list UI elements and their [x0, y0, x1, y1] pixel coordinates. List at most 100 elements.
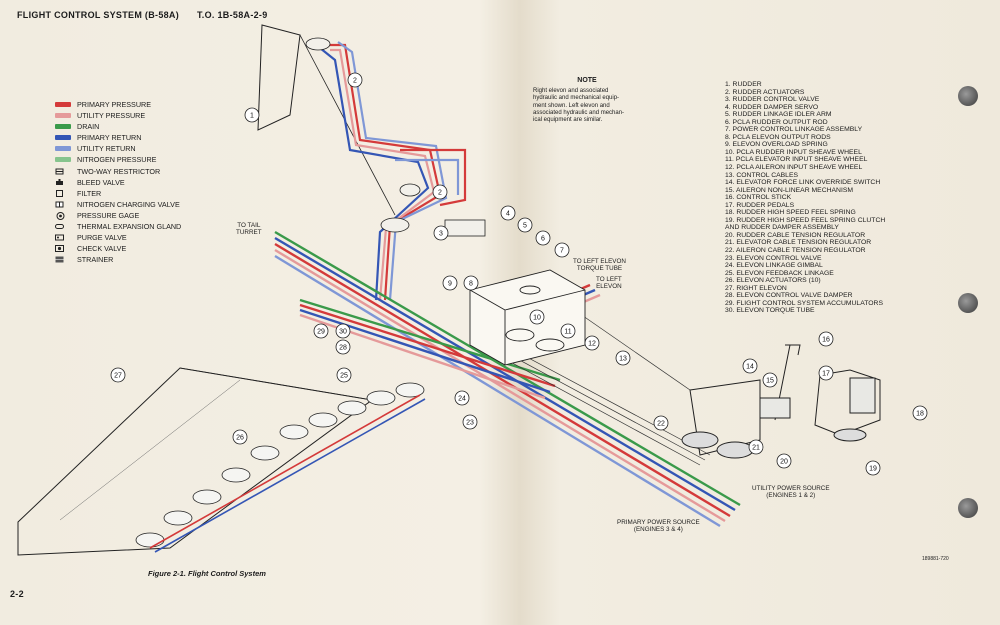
callout: 17 [818, 365, 834, 381]
parts-list-item: 19. RUDDER HIGH SPEED FEEL SPRING CLUTCH [725, 216, 886, 224]
svg-text:22: 22 [657, 421, 665, 428]
svg-text:2: 2 [438, 190, 442, 197]
label-to-left-elevon: TO LEFT ELEVON [596, 276, 622, 290]
callout: 30 [335, 323, 351, 339]
label-to-left-elevon-torque-tube: TO LEFT ELEVON TORQUE TUBE [573, 258, 626, 272]
svg-text:28: 28 [339, 345, 347, 352]
callout: 21 [748, 439, 764, 455]
label-utility-power-source: UTILITY POWER SOURCE (ENGINES 1 & 2) [752, 485, 830, 499]
utility-return-swatch [55, 146, 71, 151]
parts-list-item: 22. AILERON CABLE TENSION REGULATOR [725, 247, 866, 255]
parts-list-item: 25. ELEVON FEEDBACK LINKAGE [725, 269, 834, 277]
svg-text:1: 1 [250, 113, 254, 120]
rudder-mechanisms [305, 37, 486, 237]
svg-text:13: 13 [619, 356, 627, 363]
parts-list-item: 18. RUDDER HIGH SPEED FEEL SPRING [725, 209, 856, 217]
legend-item-thermal-expansion-gland: THERMAL EXPANSION GLAND [55, 222, 181, 231]
drain-swatch [55, 124, 71, 129]
svg-text:12: 12 [588, 341, 596, 348]
cockpit-controls [681, 344, 881, 459]
rudder-loop-red [400, 148, 467, 207]
binder-hole [958, 86, 978, 106]
svg-text:21: 21 [752, 445, 760, 452]
parts-list-item: 7. POWER CONTROL LINKAGE ASSEMBLY [725, 126, 863, 134]
legend-item-strainer: STRAINER [55, 255, 113, 264]
parts-list-item: 27. RIGHT ELEVON [725, 284, 787, 292]
callout: 6 [535, 230, 551, 246]
svg-text:26: 26 [236, 435, 244, 442]
svg-text:11: 11 [564, 329, 571, 336]
parts-list-item: 4. RUDDER DAMPER SERVO [725, 103, 819, 111]
elevon-actuator-lines [149, 394, 426, 553]
callout: 24 [454, 390, 470, 406]
callout: 4 [500, 205, 516, 221]
callouts: 1 2 2 3 4 5 6 7 8 9 10 11 12 13 14 15 16… [110, 72, 928, 476]
primary-pressure-swatch [55, 102, 71, 107]
svg-text:25: 25 [340, 373, 348, 380]
parts-list-item: 12. PCLA AILERON INPUT SHEAVE WHEEL [725, 164, 863, 172]
drawing-number: 189881-720 [922, 556, 949, 562]
page-number: 2-2 [10, 589, 24, 599]
svg-text:30: 30 [339, 329, 347, 336]
binder-hole [958, 293, 978, 313]
parts-list-item: 8. PCLA ELEVON OUTPUT RODS [725, 133, 831, 141]
svg-text:23: 23 [466, 420, 474, 427]
trunk-pink [274, 248, 726, 523]
callout: 15 [762, 372, 778, 388]
svg-text:15: 15 [766, 378, 774, 385]
callout: 7 [554, 242, 570, 258]
svg-text:19: 19 [869, 466, 877, 473]
legend-item-pressure-gage: PRESSURE GAGE [55, 211, 139, 220]
bleed-valve-icon [55, 179, 64, 186]
callout: 16 [818, 331, 834, 347]
svg-text:8: 8 [469, 281, 473, 288]
restrictor-icon [55, 168, 64, 175]
parts-list-item: 5. RUDDER LINKAGE IDLER ARM [725, 111, 832, 119]
right-elevon-surface [17, 367, 374, 556]
svg-text:5: 5 [523, 223, 527, 230]
parts-list-item: 3. RUDDER CONTROL VALVE [725, 96, 820, 104]
callout: 18 [912, 405, 928, 421]
callout: 12 [584, 335, 600, 351]
svg-text:7: 7 [560, 248, 564, 255]
utility-pressure-swatch [55, 113, 71, 118]
svg-text:10: 10 [533, 315, 541, 322]
callout: 29 [313, 323, 329, 339]
purge-valve-icon [55, 234, 64, 241]
elevon-hinge-line [179, 367, 373, 401]
trunk-lightblue [274, 254, 721, 528]
callout: 13 [615, 350, 631, 366]
callout: 9 [442, 275, 458, 291]
parts-list-item: AND RUDDER DAMPER ASSEMBLY [725, 224, 839, 232]
branch-green [299, 298, 561, 382]
svg-text:20: 20 [780, 459, 788, 466]
callout: 19 [865, 460, 881, 476]
rudder-line-blue [319, 47, 430, 301]
primary-return-swatch [55, 135, 71, 140]
note-heading: NOTE [577, 77, 597, 84]
legend-item-nitrogen-charging-valve: NITROGEN CHARGING VALVE [55, 200, 180, 209]
callout: 5 [517, 217, 533, 233]
callout: 25 [336, 367, 352, 383]
filter-icon [55, 190, 64, 197]
legend-item-bleed-valve: BLEED VALVE [55, 178, 125, 187]
pressure-gage-icon [55, 212, 65, 220]
legend-item-purge-valve: PURGE VALVE [55, 233, 127, 242]
parts-list-item: 24. ELEVON LINKAGE GIMBAL [725, 262, 823, 270]
parts-list-item: 20. RUDDER CABLE TENSION REGULATOR [725, 231, 866, 239]
svg-text:6: 6 [541, 236, 545, 243]
callout: 3 [433, 225, 449, 241]
legend-item-nitrogen-pressure: NITROGEN PRESSURE [55, 155, 156, 164]
svg-text:3: 3 [439, 231, 443, 238]
parts-list-item: 6. PCLA RUDDER OUTPUT ROD [725, 118, 828, 126]
legend-item-primary-pressure: PRIMARY PRESSURE [55, 100, 151, 109]
pcla-assembly [469, 269, 586, 366]
note-body: Right elevon and associated hydraulic an… [533, 88, 625, 124]
parts-list-item: 29. FLIGHT CONTROL SYSTEM ACCUMULATORS [725, 299, 883, 307]
parts-list-item: 21. ELEVATOR CABLE TENSION REGULATOR [725, 239, 872, 247]
svg-text:14: 14 [746, 364, 754, 371]
parts-list-item: 28. ELEVON CONTROL VALVE DAMPER [725, 292, 853, 300]
elevon-actuators [135, 382, 425, 548]
trunk-red [274, 242, 731, 518]
